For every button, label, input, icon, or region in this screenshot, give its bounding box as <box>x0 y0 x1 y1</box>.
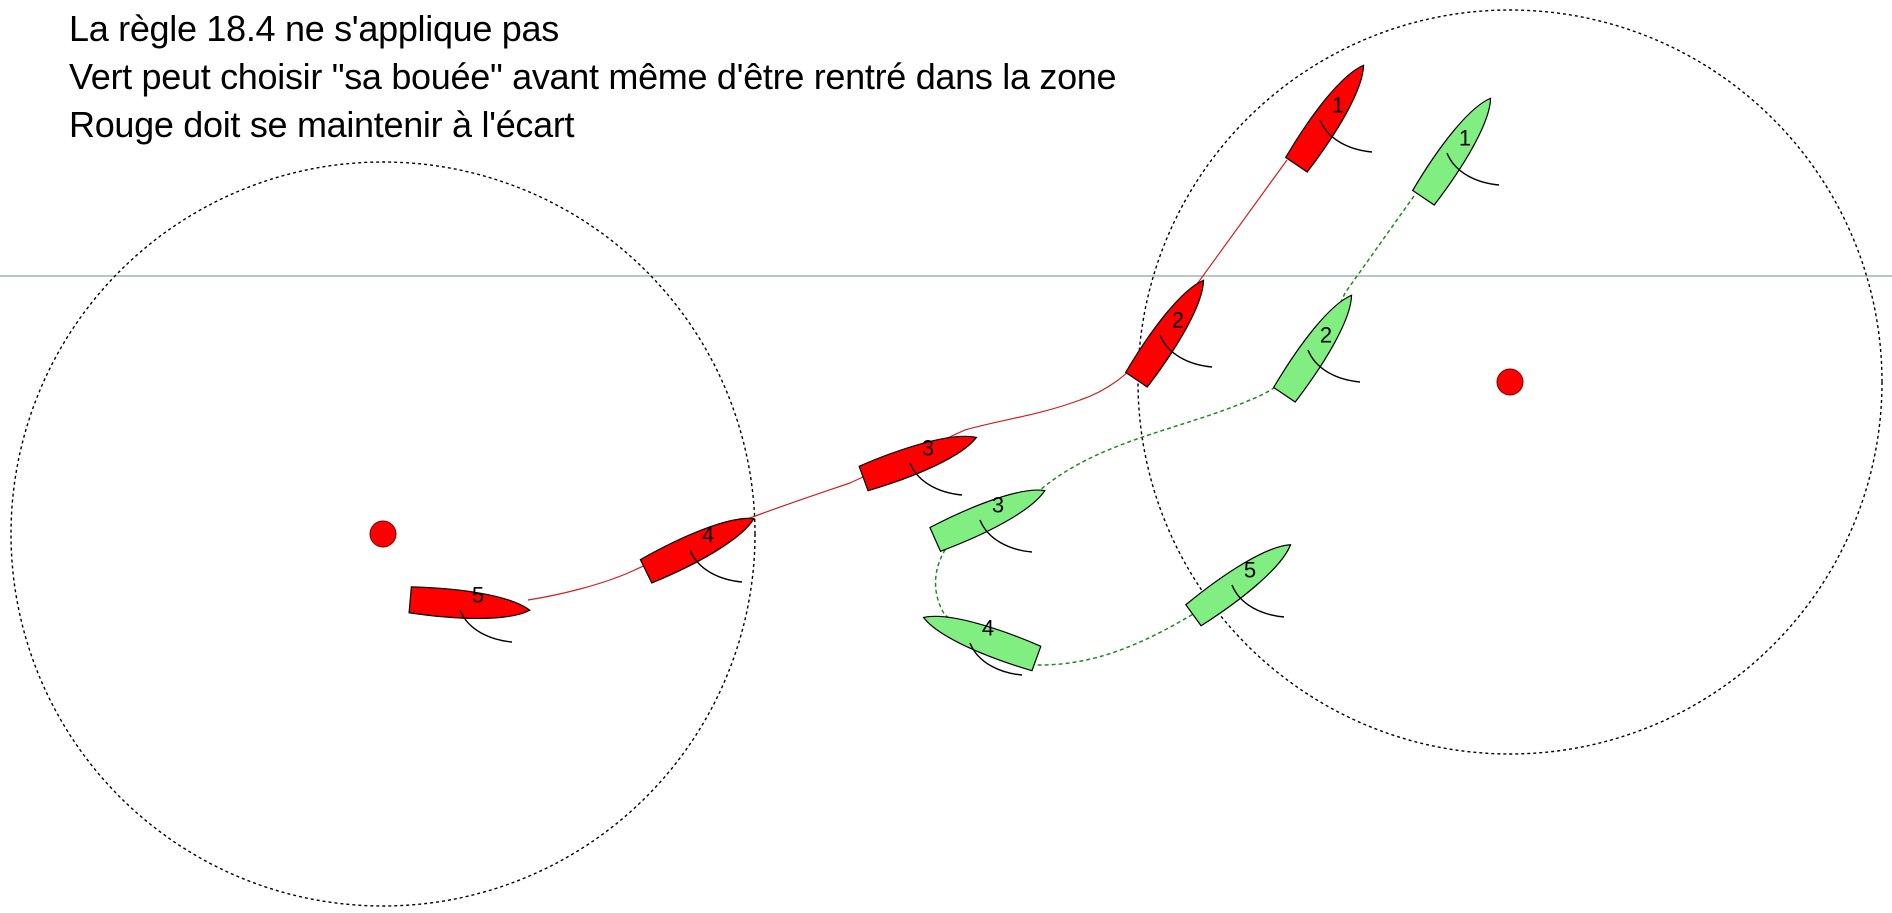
red-boat-hull <box>858 435 978 492</box>
red-boat-sail <box>1159 334 1213 368</box>
red-boat-1: 1 <box>1284 64 1373 173</box>
green-track <box>934 195 1415 666</box>
red-boat-sail <box>1319 119 1373 153</box>
mark-right <box>1496 368 1524 396</box>
green-boat-hull <box>1185 544 1292 627</box>
red-boat-5: 5 <box>408 583 531 643</box>
mark-left <box>369 520 397 548</box>
green-boat-3: 3 <box>929 489 1046 553</box>
green-boat-2: 2 <box>1272 294 1361 403</box>
caption-line-3: Rouge doit se maintenir à l'écart <box>69 104 575 145</box>
red-boat-3: 3 <box>858 435 978 496</box>
red-boat-label: 1 <box>1332 93 1344 118</box>
red-boat-label: 3 <box>922 436 934 461</box>
green-boat-hull <box>1272 294 1353 403</box>
green-boat-hull <box>1411 97 1492 206</box>
red-boat-hull <box>639 517 755 584</box>
green-boat-sail <box>969 642 1023 676</box>
boats-layer: 1 2 3 4 5 1 2 3 4 5 <box>408 64 1500 676</box>
red-boat-sail <box>459 609 513 643</box>
zone-circle-left <box>10 161 756 907</box>
red-boat-2: 2 <box>1124 279 1213 388</box>
green-boat-label: 3 <box>992 493 1004 518</box>
green-boat-sail <box>979 519 1033 553</box>
green-boat-label: 2 <box>1320 323 1332 348</box>
green-boat-label: 4 <box>982 616 994 641</box>
green-boat-4: 4 <box>922 615 1042 676</box>
red-boat-hull <box>1284 64 1365 173</box>
green-boat-label: 5 <box>1244 558 1256 583</box>
red-boat-label: 5 <box>472 583 484 608</box>
red-track <box>527 159 1288 601</box>
green-boat-5: 5 <box>1185 544 1292 627</box>
green-boat-sail <box>1307 349 1361 383</box>
green-boat-hull <box>922 615 1042 672</box>
red-boat-label: 2 <box>1172 308 1184 333</box>
green-boat-hull <box>929 489 1046 553</box>
red-boat-4: 4 <box>639 517 755 584</box>
zone-circle-right <box>1137 9 1883 755</box>
red-boat-hull <box>408 586 531 620</box>
red-boat-label: 4 <box>702 523 714 548</box>
red-boat-sail <box>689 549 743 583</box>
red-boat-hull <box>1124 279 1205 388</box>
green-boat-label: 1 <box>1459 126 1471 151</box>
red-boat-sail <box>909 462 963 496</box>
green-boat-sail <box>1231 584 1285 618</box>
green-boat-sail <box>1446 152 1500 186</box>
caption-line-2: Vert peut choisir "sa bouée" avant même … <box>69 56 1117 97</box>
caption-line-1: La règle 18.4 ne s'applique pas <box>69 8 559 49</box>
green-boat-1: 1 <box>1411 97 1500 206</box>
